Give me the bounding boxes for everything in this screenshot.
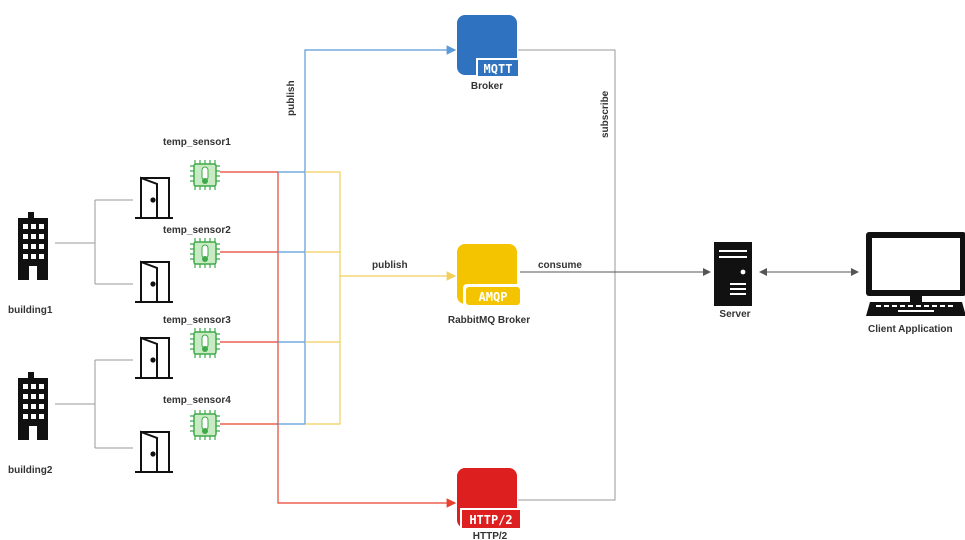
edge-label-publish-amqp: publish bbox=[372, 260, 408, 271]
server-connectors bbox=[518, 49, 859, 501]
http2-connectors bbox=[220, 171, 457, 508]
door-icon bbox=[135, 260, 173, 303]
rabbitmq-broker-label: RabbitMQ Broker bbox=[448, 315, 530, 326]
server-label: Server bbox=[719, 309, 750, 320]
building2-label: building2 bbox=[8, 465, 53, 476]
rabbitmq-broker-icon: AMQP bbox=[457, 244, 523, 308]
http2-badge: HTTP/2 bbox=[469, 513, 512, 527]
server-icon bbox=[714, 242, 752, 306]
mqtt-broker-icon: MQTT bbox=[457, 15, 520, 78]
edge-label-consume: consume bbox=[538, 260, 582, 271]
building1-label: building1 bbox=[8, 305, 53, 316]
sensor-chip-icon bbox=[190, 410, 220, 440]
mqtt-badge: MQTT bbox=[484, 62, 513, 76]
client-computer-icon bbox=[866, 232, 965, 316]
door-icon bbox=[135, 336, 173, 379]
amqp-badge: AMQP bbox=[479, 290, 508, 304]
http2-broker-label: HTTP/2 bbox=[473, 531, 508, 540]
sensor4-label: temp_sensor4 bbox=[163, 395, 231, 406]
mqtt-broker-label: Broker bbox=[471, 81, 503, 92]
building-icon bbox=[18, 372, 48, 440]
building-icon bbox=[18, 212, 48, 280]
sensor3-label: temp_sensor3 bbox=[163, 315, 231, 326]
mqtt-connectors bbox=[278, 45, 457, 425]
amqp-connectors bbox=[305, 171, 457, 425]
http2-broker-icon: HTTP/2 bbox=[457, 468, 522, 530]
sensor-chip-icon bbox=[190, 238, 220, 268]
sensor-chip-icon bbox=[190, 160, 220, 190]
edge-label-publish-mqtt: publish bbox=[286, 80, 297, 116]
door-icon bbox=[135, 430, 173, 473]
sensor2-label: temp_sensor2 bbox=[163, 225, 231, 236]
sensor-chip-icon bbox=[190, 328, 220, 358]
sensor1-label: temp_sensor1 bbox=[163, 137, 231, 148]
edge-label-subscribe: subscribe bbox=[600, 90, 611, 138]
client-application-label: Client Application bbox=[868, 324, 953, 335]
building-connectors bbox=[55, 199, 133, 449]
door-icon bbox=[135, 176, 173, 219]
